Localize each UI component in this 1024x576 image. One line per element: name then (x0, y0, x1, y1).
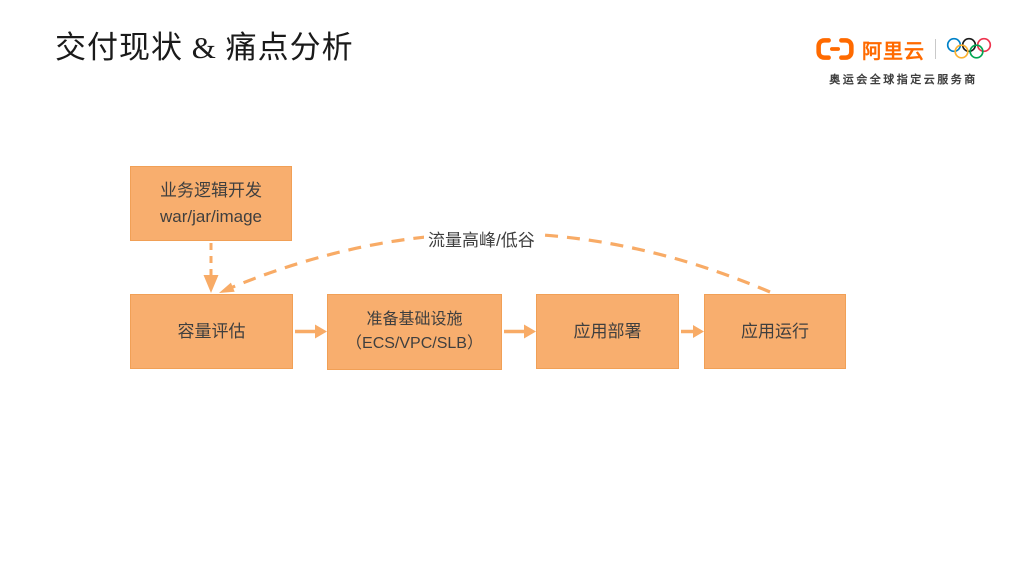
feedback-arc-label: 流量高峰/低谷 (424, 226, 539, 251)
node-label: 容量评估 (177, 321, 246, 341)
arrow-dev-to-capacity (203, 243, 219, 293)
node-label: 准备基础设施 (366, 311, 463, 328)
node-label: war/jar/image (159, 206, 263, 226)
arrow-deploy-to-run (681, 325, 704, 338)
page-title: 交付现状 & 痛点分析 (55, 30, 354, 65)
node-capacity-evaluation: 容量评估 (130, 294, 293, 369)
node-label: 业务逻辑开发 (160, 181, 262, 200)
olympic-rings-icon (946, 37, 992, 59)
arrow-capacity-to-infra (295, 324, 327, 339)
node-label: 应用部署 (573, 321, 642, 341)
node-label: 应用运行 (741, 321, 809, 341)
node-app-running: 应用运行 (704, 294, 846, 369)
node-prepare-infrastructure: 准备基础设施 （ECS/VPC/SLB） (327, 294, 502, 370)
node-business-logic-dev: 业务逻辑开发 war/jar/image (130, 166, 292, 241)
arrow-infra-to-deploy (504, 324, 536, 339)
node-app-deployment: 应用部署 (536, 294, 679, 369)
brand-block: 阿里云 奥运会全球指定云服务商 (815, 34, 992, 87)
alibaba-cloud-logo-icon (816, 38, 854, 60)
node-label: （ECS/VPC/SLB） (346, 335, 483, 352)
brand-tagline: 奥运会全球指定云服务商 (829, 74, 978, 86)
brand-name: 阿里云 (862, 40, 925, 63)
brand-row: 阿里云 (815, 34, 992, 64)
divider (935, 39, 936, 59)
